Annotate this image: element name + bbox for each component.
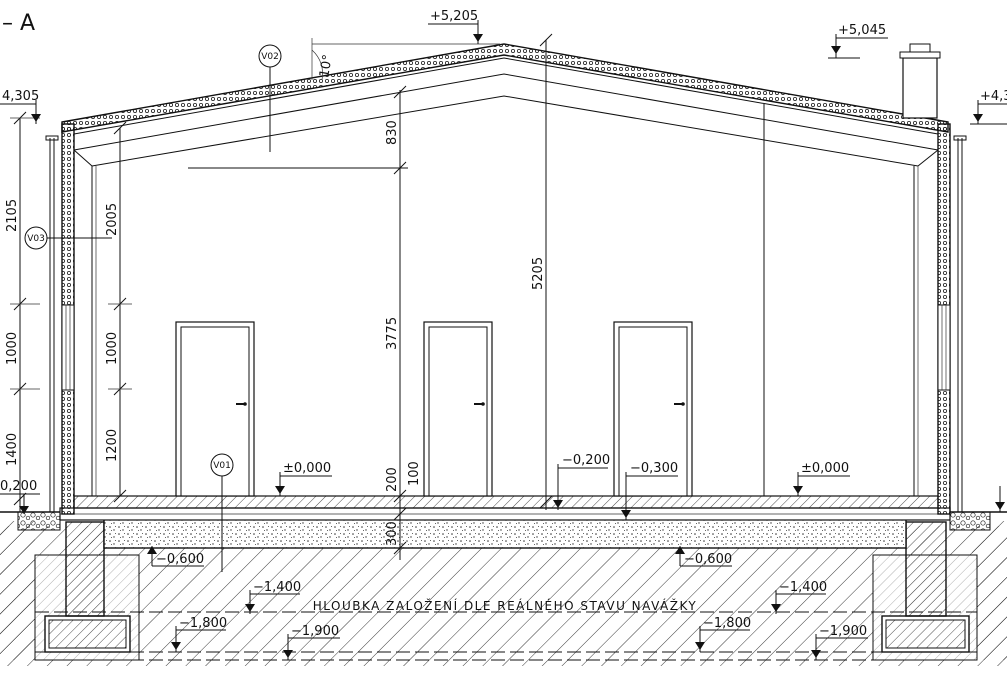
level-minus-200: −0,200	[562, 453, 610, 468]
level-markers	[0, 20, 1007, 660]
tag-v03: V03	[27, 234, 45, 244]
level-minus-600-right: −0,600	[684, 552, 732, 567]
level-minus-1400-left: −1,400	[253, 580, 301, 595]
level-eave-left: 4,305	[2, 89, 39, 104]
level-minus-1900-left: −1,900	[291, 624, 339, 639]
tag-v01: V01	[213, 461, 231, 471]
tag-v02-circle	[258, 44, 282, 68]
foundation-wall-right	[905, 521, 947, 617]
tags: V02 V03 V01	[24, 44, 282, 477]
tag-v02: V02	[261, 52, 279, 62]
tag-v01-circle	[210, 453, 234, 477]
level-minus-600-left: −0,600	[156, 552, 204, 567]
level-minus-1900-right: −1,900	[819, 624, 867, 639]
level-minus-1800-left: −1,800	[179, 616, 227, 631]
foundation-depth-note: HLOUBKA ZALOŽENÍ DLE REÁLNÉHO STAVU NAVÁ…	[313, 598, 698, 613]
dim-3775: 3775	[385, 317, 400, 350]
dim-roof-angle: 10°	[317, 53, 336, 78]
foundation-wall-left	[65, 521, 105, 617]
dim-100: 100	[407, 461, 422, 486]
dim-5205: 5205	[531, 257, 546, 290]
labels: – A +5,205 +5,045 4,305 +4,3 0,200 ±0,00…	[0, 9, 1007, 639]
doors	[175, 321, 693, 497]
dim-inner-2005: 2005	[105, 203, 120, 236]
gravel-right	[949, 511, 991, 531]
building-envelope	[45, 43, 967, 515]
level-minus-1400-right: −1,400	[779, 580, 827, 595]
dim-200: 200	[385, 467, 400, 492]
roof-insulation	[61, 43, 949, 133]
dim-830: 830	[385, 120, 400, 145]
gravel-left	[17, 511, 61, 531]
level-ground-left: 0,200	[0, 479, 37, 494]
dim-300: 300	[385, 521, 400, 546]
door-3	[613, 321, 693, 497]
soil-hatch-full	[0, 526, 1007, 666]
chimney	[902, 57, 938, 119]
level-eave-right: +4,3	[980, 89, 1007, 104]
window-left	[61, 304, 75, 391]
level-minus-1800-right: −1,800	[703, 616, 751, 631]
level-floor-left: ±0,000	[283, 461, 331, 476]
dim-left-2105: 2105	[5, 199, 20, 232]
dimension-lines	[10, 33, 553, 572]
level-ridge: +5,205	[430, 9, 478, 24]
level-chimney: +5,045	[838, 23, 886, 38]
dim-left-1400: 1400	[5, 433, 20, 466]
level-minus-300: −0,300	[630, 461, 678, 476]
floor-finish	[73, 495, 939, 509]
tag-v03-circle	[24, 226, 48, 250]
dim-inner-1000: 1000	[105, 332, 120, 365]
level-floor-right: ±0,000	[801, 461, 849, 476]
door-2	[423, 321, 493, 497]
section-title: – A	[2, 11, 35, 36]
ground-and-foundations	[0, 495, 1007, 666]
dim-left-1000: 1000	[5, 332, 20, 365]
dim-inner-1200: 1200	[105, 429, 120, 462]
window-right	[937, 304, 951, 391]
